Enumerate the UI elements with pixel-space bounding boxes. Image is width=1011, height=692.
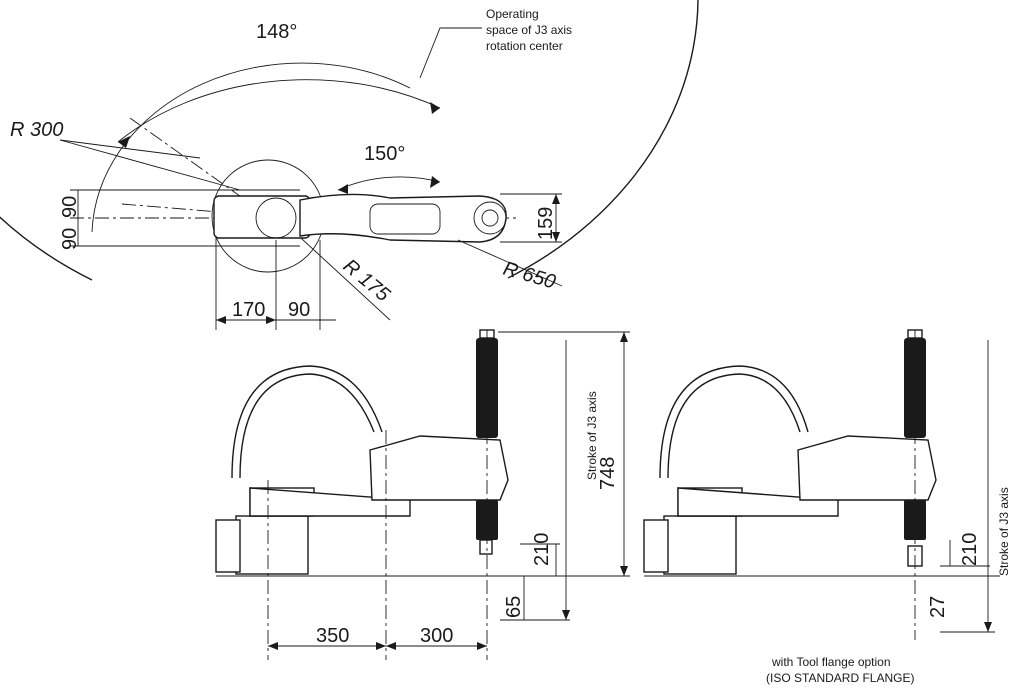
note-line1: Operating — [486, 7, 539, 21]
label-210: 210 — [531, 533, 553, 566]
caption-line2: (ISO STANDARD FLANGE) — [766, 671, 914, 685]
side-view: 350 300 748 Stroke of J3 axis 210 65 — [215, 329, 630, 660]
label-90-upper: 90 — [59, 196, 81, 218]
arm-top — [299, 193, 507, 243]
note-line2: space of J3 axis — [486, 23, 572, 37]
flange-stroke-label: Stroke of J3 axis — [997, 487, 1011, 576]
arm-2 — [369, 435, 509, 501]
arm-1 — [249, 487, 411, 517]
base-column — [235, 515, 309, 575]
inner-reach-arc — [91, 62, 411, 233]
note-line3: rotation center — [486, 39, 563, 53]
flange-label-27: 27 — [927, 596, 949, 618]
operating-space-arc — [0, 0, 699, 281]
label-748: 748 — [597, 457, 619, 490]
caption-line1: with Tool flange option — [771, 655, 891, 669]
label-159: 159 — [535, 207, 557, 240]
label-170: 170 — [232, 299, 265, 321]
label-150: 150° — [364, 143, 405, 165]
label-r300: R 300 — [10, 119, 63, 141]
label-90-bottom: 90 — [288, 299, 310, 321]
cable-arc — [231, 365, 383, 479]
label-r650: R 650 — [501, 258, 558, 294]
label-148: 148° — [256, 21, 297, 43]
label-65: 65 — [503, 596, 525, 618]
flange-view: 210 27 Stroke of J3 axis with Tool flang… — [643, 329, 1011, 685]
stroke-label: Stroke of J3 axis — [585, 391, 599, 480]
label-350: 350 — [316, 625, 349, 647]
bellows-lower — [476, 500, 498, 540]
arc-148-dim — [117, 79, 441, 143]
label-300: 300 — [420, 625, 453, 647]
label-90-lower: 90 — [59, 228, 81, 250]
top-view: 148° 150° R 300 R 175 R 650 90 90 159 17… — [0, 0, 699, 330]
arc-150-dim — [337, 176, 441, 191]
flange-label-210: 210 — [959, 533, 981, 566]
note-leader — [419, 27, 482, 79]
